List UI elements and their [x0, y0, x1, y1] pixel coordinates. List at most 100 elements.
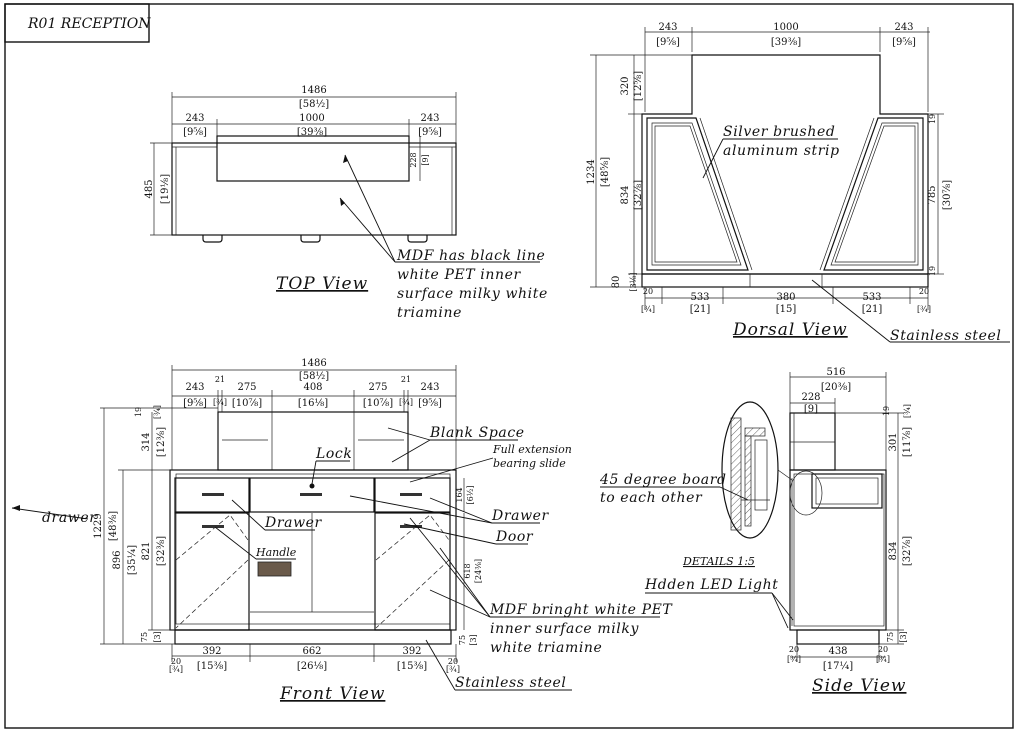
front-lock-icon [309, 483, 315, 489]
top-view: 1486 [58½] 243 [9⅝] 1000 [39⅜] 243 [9⅝] … [144, 85, 548, 321]
dorsal-dim-center: 1000 [773, 22, 798, 33]
front-dim-total: 1229 [93, 513, 104, 538]
dorsal-dim-right-in: [9⅝] [892, 37, 916, 48]
side-dim-top: 228 [801, 392, 820, 403]
front-note-mdf-3: white triamine [490, 640, 602, 656]
front-door-left [174, 512, 250, 631]
front-door-left-pull [202, 525, 224, 528]
top-dim-right: 243 [420, 113, 439, 124]
side-dim-body-in: [32⅞] [902, 536, 913, 566]
top-note-line1: MDF has black line [396, 248, 545, 264]
front-dim-c4: 408 [303, 382, 322, 393]
dorsal-dim-top: 320 [620, 76, 631, 95]
side-dim-overall-in: [20⅜] [821, 382, 851, 393]
front-dim-base: 75 [140, 632, 149, 642]
front-dim-b2-in: [26⅛] [297, 661, 327, 672]
front-dim-drawer-in: [6½] [466, 485, 475, 504]
front-dim-c6: 21 [401, 375, 411, 384]
front-dim-total-in: [48⅜] [108, 511, 119, 541]
side-dim-top-edge-in: [¾] [903, 404, 912, 418]
front-drawer-mid-pull [300, 493, 322, 496]
front-note-mdf-2: inner surface milky [490, 621, 639, 637]
sheet-frame [4, 3, 1014, 729]
front-dim-top: 314 [141, 432, 152, 451]
front-note-full-ext-2: bearing slide [493, 457, 566, 470]
front-dim-b3-in: [15⅜] [397, 661, 427, 672]
dorsal-dim-seg1: 533 [690, 292, 709, 303]
front-dim-drawer: 164 [455, 487, 464, 502]
dorsal-dim-total-in: [48⅝] [600, 157, 611, 187]
front-dim-base-right: 75 [458, 635, 467, 645]
front-dim-door: 618 [463, 563, 472, 578]
dorsal-dim-seg1-in: [21] [690, 304, 711, 315]
dorsal-dim-right: 243 [894, 22, 913, 33]
dorsal-dim-center-in: [39⅜] [771, 37, 801, 48]
top-dim-left: 243 [185, 113, 204, 124]
top-dim-left-in: [9⅝] [183, 127, 207, 138]
front-note-handle: Handle [255, 546, 297, 559]
side-dim-base: 75 [886, 632, 895, 642]
front-dim-edge-right-in: [¾] [446, 665, 460, 674]
top-foot-mid [300, 235, 321, 243]
front-dim-base-right-in: [3] [469, 634, 478, 645]
top-dim-step: 228 [409, 152, 418, 167]
front-note-mdf-1: MDF bringht white PET [489, 602, 673, 618]
front-dim-c6-in: [¾] [399, 398, 413, 407]
front-door-right-pull [400, 525, 422, 528]
dorsal-dim-left: 243 [658, 22, 677, 33]
side-dim-edge-right-in: [¾] [876, 655, 890, 664]
front-dim-c5: 275 [368, 382, 387, 393]
top-outline [171, 142, 457, 236]
front-dim-c4-in: [16⅛] [298, 398, 328, 409]
front-dim-top-edge: 19 [134, 407, 143, 417]
side-upper [789, 412, 836, 471]
dorsal-left-panel [646, 117, 749, 271]
front-note-blank: Blank Space [429, 425, 525, 441]
top-note-line2: white PET inner [397, 267, 521, 283]
dorsal-dim-mid-in: [32⅞] [633, 180, 644, 210]
dorsal-outline [641, 54, 929, 275]
front-dim-c1-in: [9⅝] [183, 398, 207, 409]
dorsal-dim-mid: 834 [620, 185, 631, 204]
side-dim-base-width: 438 [828, 646, 847, 657]
front-dim-overall-in: [58½] [299, 371, 329, 382]
dorsal-dim-left-in: [9⅝] [656, 37, 680, 48]
top-note-line3: surface milky white [397, 286, 548, 302]
front-dim-c2: 21 [215, 375, 225, 384]
side-dim-base-width-in: [17¼] [823, 661, 853, 672]
detail-label: DETAILS 1:5 [682, 555, 755, 568]
side-dim-upper-in: [11⅞] [902, 427, 913, 457]
side-note-degree-1: 45 degree board [599, 472, 727, 488]
detail-hatched-panel [730, 417, 742, 531]
dorsal-note-silver-1: Silver brushed [723, 124, 835, 140]
front-dim-b1-in: [15⅜] [197, 661, 227, 672]
side-dim-base-in: [3] [899, 631, 908, 642]
front-view: 1486 [58½] 243 [9⅝] 21 [¾] 275 [10⅞] 408… [11, 358, 673, 704]
front-dim-top-edge-in: [¾] [153, 405, 162, 419]
front-dim-c7-in: [9⅝] [418, 398, 442, 409]
top-dim-depth-in: [19⅛] [160, 174, 171, 204]
side-dim-upper: 301 [888, 432, 899, 451]
top-foot-left [202, 235, 223, 243]
front-drawer-left-pull [202, 493, 224, 496]
front-dim-edge-right: 20 [448, 657, 458, 666]
dorsal-dim-edge-right: 20 [919, 287, 929, 296]
top-raised-counter [216, 135, 410, 182]
front-dim-counter-in: [35¼] [127, 545, 138, 575]
top-dim-right-in: [9⅝] [418, 127, 442, 138]
front-dim-b3: 392 [402, 646, 421, 657]
front-dim-counter: 896 [112, 550, 123, 569]
front-dim-body: 821 [141, 541, 152, 560]
side-body [789, 469, 887, 631]
dorsal-dim-seg3-in: [21] [862, 304, 883, 315]
dorsal-dim-total: 1234 [586, 159, 597, 184]
dorsal-dim-top-in: [12⅝] [633, 71, 644, 101]
dorsal-dim-base: 80 [611, 276, 622, 289]
front-note-drawer-right: Drawer [491, 508, 550, 524]
front-drawer-right [374, 477, 451, 513]
front-dim-overall: 1486 [301, 358, 326, 369]
front-dim-c3-in: [10⅞] [232, 398, 262, 409]
side-view: 516 [20⅜] 228 [9] 301 [11⅞] 19 [¾] 834 [… [599, 367, 913, 696]
front-drawer-right-pull [400, 493, 422, 496]
